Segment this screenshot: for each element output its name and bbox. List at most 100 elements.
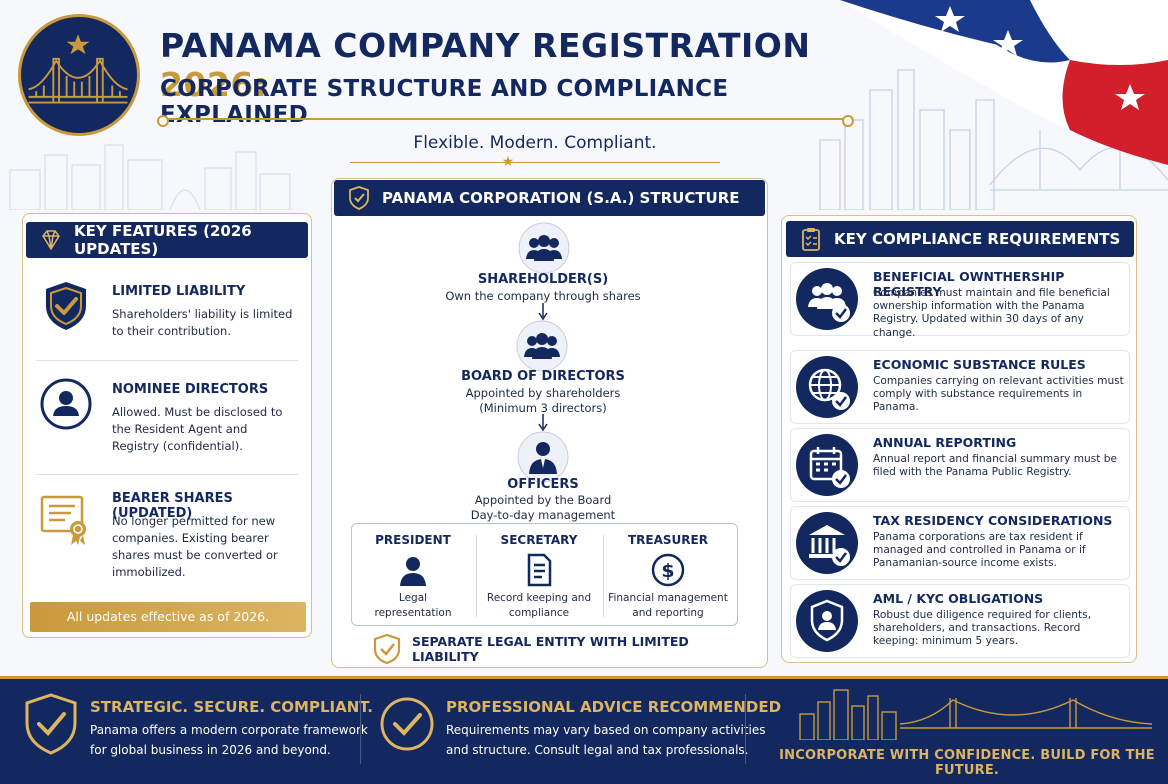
people-check-icon	[796, 268, 858, 330]
compliance-header: KEY COMPLIANCE REQUIREMENTS	[786, 221, 1134, 257]
footer-strategic-description-cont: for global business in 2026 and beyond.	[90, 743, 331, 757]
requirement-title: AML / KYC OBLIGATIONS	[873, 591, 1044, 606]
footer-advice-description-cont: and structure. Consult legal and tax pro…	[446, 743, 749, 757]
role-description: Financial management	[608, 592, 728, 604]
requirement-description: Panama corporations are tax resident if …	[873, 531, 1086, 570]
globe-check-icon	[796, 356, 858, 418]
requirement-description: Robust due diligence required for client…	[873, 609, 1092, 648]
key-features-header: KEY FEATURES (2026 UPDATES)	[26, 222, 308, 258]
feature-title: LIMITED LIABILITY	[112, 284, 246, 299]
arrow-down-icon	[538, 303, 548, 321]
shareholders-group-icon	[518, 222, 570, 274]
shield-check-icon	[349, 186, 369, 210]
requirement-description: Companies must maintain and file benefic…	[873, 287, 1110, 339]
requirement-description: Annual report and financial summary must…	[873, 453, 1118, 479]
compliance-aml-kyc: AML / KYC OBLIGATIONS Robust due diligen…	[790, 584, 1130, 658]
separate-entity-note: SEPARATE LEGAL ENTITY WITH LIMITED LIABI…	[372, 632, 752, 666]
bridge-logo-badge	[18, 14, 140, 136]
page-title-main: PANAMA COMPANY REGISTRATION	[160, 26, 811, 65]
feature-title: BEARER SHARES (UPDATED)	[112, 491, 233, 521]
feature-title: NOMINEE DIRECTORS	[112, 382, 269, 397]
skyline-bridge-icon	[799, 689, 1152, 740]
clipboard-checklist-icon	[802, 228, 820, 251]
bank-building-icon	[796, 512, 858, 574]
compliance-heading: KEY COMPLIANCE REQUIREMENTS	[834, 230, 1121, 248]
feature-description: Allowed. Must be disclosed to the Reside…	[112, 405, 283, 453]
compliance-annual-reporting: ANNUAL REPORTING Annual report and finan…	[790, 428, 1130, 502]
requirement-title: BENEFICIAL OWNTHERSHIP REGISTRY	[873, 269, 1065, 299]
footer-strategic-title: STRATEGIC. SECURE. COMPLIANT.	[90, 698, 373, 716]
tagline: Flexible. Modern. Compliant.	[413, 133, 657, 153]
board-directors-minimum: (Minimum 3 directors)	[479, 401, 607, 415]
tagline-divider	[350, 162, 720, 163]
shield-check-icon	[46, 282, 86, 330]
requirement-description: Companies carrying on relevant activitie…	[873, 375, 1124, 414]
footer-divider	[360, 694, 361, 764]
requirement-title: ECONOMIC SUBSTANCE RULES	[873, 357, 1086, 372]
role-description: Record keeping and	[486, 592, 592, 604]
check-circle-icon	[380, 697, 434, 751]
role-divider	[603, 535, 604, 617]
role-description-cont: representation	[374, 607, 452, 619]
requirement-title: TAX RESIDENCY CONSIDERATIONS	[873, 513, 1113, 528]
corporation-structure-header: PANAMA CORPORATION (S.A.) STRUCTURE	[334, 180, 765, 216]
certificate-icon	[40, 495, 86, 545]
role-title: TREASURER	[628, 533, 708, 547]
city-skyline-left-decoration	[9, 144, 291, 210]
separate-entity-text: SEPARATE LEGAL ENTITY WITH LIMITED LIABI…	[412, 634, 689, 664]
compliance-economic-substance: ECONOMIC SUBSTANCE RULES Companies carry…	[790, 350, 1130, 424]
footer-advice-description: Requirements may vary based on company a…	[446, 723, 766, 737]
svg-text:$: $	[661, 560, 674, 582]
feature-description: No longer permitted for new companies. E…	[112, 514, 278, 579]
requirement-title: ANNUAL REPORTING	[873, 435, 1017, 450]
page-subtitle: CORPORATE STRUCTURE AND COMPLIANCE EXPLA…	[160, 76, 729, 128]
role-treasurer: TREASURER $ Financial management and rep…	[605, 533, 731, 621]
role-description-cont: compliance	[508, 607, 570, 619]
role-president: PRESIDENT Legal representation	[350, 533, 476, 621]
updates-effective-banner: All updates effective as of 2026.	[30, 602, 306, 632]
footer-divider	[745, 694, 746, 764]
board-directors-title: BOARD OF DIRECTORS	[461, 369, 625, 384]
shield-person-icon	[796, 590, 858, 652]
title-divider	[157, 115, 854, 127]
star-icon: ★	[501, 154, 515, 170]
person-icon	[40, 378, 92, 430]
board-directors-description: Appointed by shareholders	[465, 386, 621, 400]
footer-banner	[0, 676, 1168, 784]
board-directors-icon	[516, 320, 568, 372]
compliance-tax-residency: TAX RESIDENCY CONSIDERATIONS Panama corp…	[790, 506, 1130, 580]
role-description-cont: and reporting	[632, 607, 704, 619]
footer-advice-title: PROFESSIONAL ADVICE RECOMMENDED	[446, 698, 782, 716]
panama-flag-decoration	[840, 0, 1168, 165]
shield-check-icon	[25, 693, 77, 755]
bridge-logo-icon	[28, 34, 128, 104]
key-features-heading: KEY FEATURES (2026 UPDATES)	[74, 222, 252, 258]
compliance-beneficial-ownership: BENEFICIAL OWNTHERSHIP REGISTRY Companie…	[790, 262, 1130, 339]
role-title: PRESIDENT	[375, 533, 451, 547]
arrow-down-icon	[538, 414, 548, 432]
shareholders-title: SHAREHOLDER(S)	[477, 272, 609, 287]
dollar-coin-icon: $	[651, 553, 685, 587]
person-icon	[400, 557, 426, 586]
role-title: SECRETARY	[500, 533, 578, 547]
calendar-check-icon	[796, 434, 858, 496]
officers-appointment: Appointed by the Board	[474, 493, 612, 507]
diamond-icon	[42, 230, 60, 251]
officers-role: Day-to-day management	[470, 508, 616, 522]
page-title: PANAMA COMPANY REGISTRATION 2026:	[160, 26, 860, 104]
document-icon	[527, 553, 552, 587]
footer-slogan: INCORPORATE WITH CONFIDENCE. BUILD FOR T…	[779, 748, 1155, 778]
officer-businessman-icon	[517, 431, 569, 483]
page-title-year: 2026:	[160, 65, 268, 104]
role-divider	[476, 535, 477, 617]
feature-description: Shareholders' liability is limited to th…	[112, 307, 293, 338]
officers-title: OFFICERS	[507, 477, 579, 492]
footer-gold-line	[0, 676, 1168, 679]
footer-strategic-description: Panama offers a modern corporate framewo…	[90, 723, 368, 737]
corporation-structure-heading: PANAMA CORPORATION (S.A.) STRUCTURE	[382, 189, 740, 207]
role-secretary: SECRETARY Record keeping and compliance	[476, 533, 602, 621]
feature-divider	[36, 360, 298, 361]
shareholders-description: Own the company through shares	[445, 289, 641, 303]
role-description: Legal	[398, 592, 428, 604]
shield-check-icon	[373, 633, 401, 665]
